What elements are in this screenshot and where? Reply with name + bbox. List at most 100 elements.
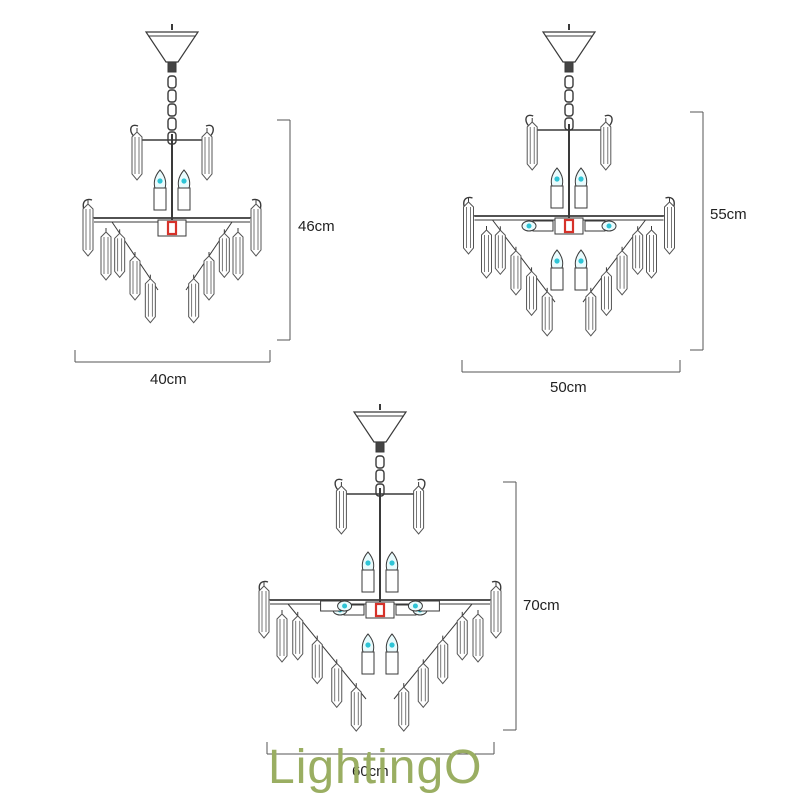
candle-light xyxy=(574,249,588,291)
crystal-body xyxy=(417,662,429,709)
crystal-body xyxy=(490,585,502,639)
canopy-cap xyxy=(375,441,385,453)
crystal-drop xyxy=(188,274,200,324)
bulb-filament xyxy=(554,258,560,264)
crystal-body xyxy=(413,485,425,535)
crystal-drop xyxy=(417,659,429,709)
chain-link xyxy=(564,103,574,117)
crystal-body xyxy=(311,638,323,685)
crystal-drop xyxy=(526,267,538,317)
chain-link xyxy=(167,117,177,131)
crystal-drop xyxy=(490,582,502,639)
crystal-drop xyxy=(585,287,597,337)
crystal-body xyxy=(258,585,270,639)
bulb-filament xyxy=(578,258,584,264)
crystal-drop xyxy=(131,128,143,181)
ceiling-canopy xyxy=(352,411,408,443)
candle-sleeve xyxy=(385,569,399,593)
height-dimension-medium: 55cm xyxy=(690,111,747,351)
candle-light xyxy=(361,633,375,675)
crystal-body xyxy=(664,201,675,255)
bulb-filament xyxy=(412,603,418,609)
chandelier-small-drawing xyxy=(82,24,262,324)
crystal-drop xyxy=(331,659,343,709)
candle-sleeve xyxy=(153,187,167,211)
crystal-body xyxy=(292,615,304,661)
height-label-medium: 55cm xyxy=(710,206,747,223)
width-label-medium: 50cm xyxy=(550,379,587,396)
crystal-drop xyxy=(82,200,94,257)
chandelier-medium: 55cm 50cm xyxy=(461,24,747,396)
crystal-drop xyxy=(250,200,262,257)
candle-light xyxy=(574,167,588,209)
candle-sleeve xyxy=(177,187,191,211)
chandelier-medium-drawing xyxy=(463,24,675,337)
crystal-body xyxy=(616,250,628,296)
bulb-filament xyxy=(389,560,395,566)
candle-light xyxy=(385,633,399,675)
candle-light xyxy=(361,551,375,593)
bulb-filament xyxy=(526,223,532,229)
crystal-drop xyxy=(472,610,484,663)
crystal-drop xyxy=(311,635,323,685)
bulb-filament xyxy=(365,642,371,648)
crystal-drop xyxy=(437,635,449,685)
side-candle-light xyxy=(320,600,353,612)
crystal-body xyxy=(456,615,468,661)
crystal-drop xyxy=(232,228,244,281)
side-candle-light xyxy=(407,600,440,612)
crystal-body xyxy=(188,277,200,324)
crystal-drop xyxy=(201,128,213,181)
width-dimension-small: 40cm xyxy=(74,350,271,388)
candle-light xyxy=(550,249,564,291)
ceiling-canopy xyxy=(541,31,597,63)
crystal-drop xyxy=(494,226,506,276)
crystal-drop xyxy=(129,252,141,301)
junction-box xyxy=(554,217,584,235)
crystal-body xyxy=(335,485,347,535)
crystal-body xyxy=(144,277,156,324)
crystal-body xyxy=(541,291,553,337)
crystal-drop xyxy=(646,226,657,279)
crystal-body xyxy=(437,638,449,685)
bulb-filament xyxy=(181,178,187,184)
crystal-body xyxy=(129,255,141,301)
candle-light xyxy=(385,551,399,593)
crystal-drop xyxy=(276,610,288,663)
side-candle-light xyxy=(521,220,554,232)
crystal-drop xyxy=(456,611,468,661)
ceiling-canopy xyxy=(144,31,200,63)
junction-accent xyxy=(374,602,386,618)
crystal-body xyxy=(131,131,143,181)
height-dimension-large: 70cm xyxy=(503,481,560,731)
crystal-drop xyxy=(413,482,425,535)
crystal-drop xyxy=(114,229,126,279)
crystal-drop xyxy=(526,118,538,171)
crystal-body xyxy=(472,613,484,663)
candle-sleeve xyxy=(385,651,399,675)
crystal-body xyxy=(114,232,126,279)
candle-sleeve xyxy=(550,185,564,209)
chandelier-small: 46cm 40cm xyxy=(74,24,335,388)
bulb-filament xyxy=(365,560,371,566)
junction-accent xyxy=(563,218,575,234)
chandelier-large-drawing xyxy=(258,404,502,732)
crystal-body xyxy=(526,121,538,171)
crystal-body xyxy=(218,232,230,279)
crystal-drop xyxy=(600,118,612,171)
crystal-drop xyxy=(258,582,270,639)
crystal-drop xyxy=(541,287,553,337)
crystal-drop xyxy=(144,274,156,324)
crystal-body xyxy=(632,229,644,276)
crystal-drop xyxy=(616,246,628,296)
crystal-body xyxy=(232,231,244,281)
width-dimension-medium: 50cm xyxy=(461,360,681,396)
candle-sleeve xyxy=(361,569,375,593)
crystal-body xyxy=(276,613,288,663)
junction-box xyxy=(365,601,395,619)
chain-link xyxy=(375,455,385,469)
bulb-filament xyxy=(389,642,395,648)
crystal-body xyxy=(585,291,597,337)
crystal-drop xyxy=(218,229,230,279)
